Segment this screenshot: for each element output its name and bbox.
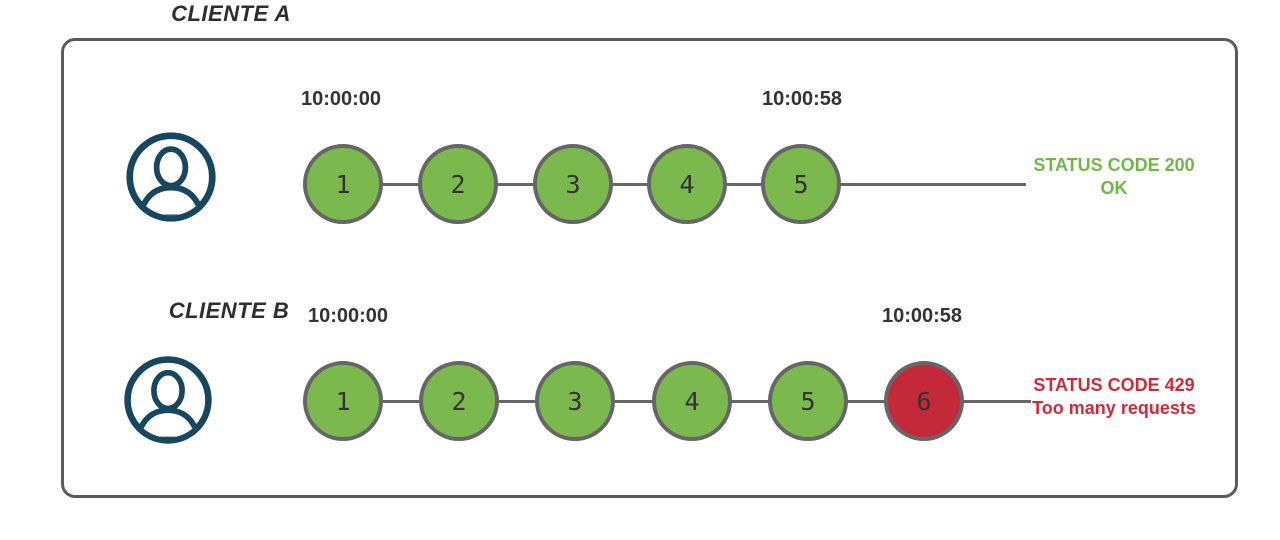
request-number: 2	[451, 386, 467, 416]
diagram-frame: CLIENTE A 10:00:00 10:00:58 1 2 3 4 5 ST…	[61, 1, 1238, 498]
status-code-line: STATUS CODE 200	[1033, 155, 1195, 175]
request-number: 5	[800, 386, 816, 416]
status-code-line: STATUS CODE 429	[1033, 375, 1195, 395]
client-b-label: CLIENTE B	[168, 298, 290, 323]
user-avatar-icon	[121, 353, 215, 452]
request-number: 4	[679, 169, 695, 199]
row-a-request-circle-5: 5	[761, 144, 841, 224]
row-b-end-timestamp: 10:00:58	[881, 305, 963, 327]
row-a-request-circle-1: 1	[303, 144, 383, 224]
row-b-request-circle-6: 6	[884, 361, 964, 441]
row-b-request-circle-5: 5	[768, 361, 848, 441]
request-number: 3	[565, 169, 581, 199]
row-b-start-timestamp: 10:00:00	[307, 305, 389, 327]
row-a-request-circle-4: 4	[647, 144, 727, 224]
request-number: 5	[793, 169, 809, 199]
row-a-request-circle-2: 2	[418, 144, 498, 224]
client-a-label: CLIENTE A	[171, 1, 291, 26]
row-b-request-circle-3: 3	[535, 361, 615, 441]
row-b-request-circle-2: 2	[419, 361, 499, 441]
row-a-status-text: STATUS CODE 200 OK	[1026, 154, 1202, 200]
user-avatar-icon	[123, 129, 219, 230]
row-a-request-circle-3: 3	[533, 144, 613, 224]
row-b-request-circle-1: 1	[303, 361, 383, 441]
row-a-start-timestamp: 10:00:00	[300, 88, 382, 110]
row-b-request-circle-4: 4	[652, 361, 732, 441]
status-message-line: Too many requests	[1032, 398, 1196, 418]
row-a-end-timestamp: 10:00:58	[761, 88, 843, 110]
status-message-line: OK	[1100, 178, 1128, 198]
request-number: 2	[450, 169, 466, 199]
request-number: 4	[684, 386, 700, 416]
row-b-status-text: STATUS CODE 429 Too many requests	[1026, 374, 1202, 420]
request-number: 3	[567, 386, 583, 416]
request-number: 1	[335, 169, 351, 199]
request-number: 6	[916, 386, 932, 416]
request-number: 1	[335, 386, 351, 416]
